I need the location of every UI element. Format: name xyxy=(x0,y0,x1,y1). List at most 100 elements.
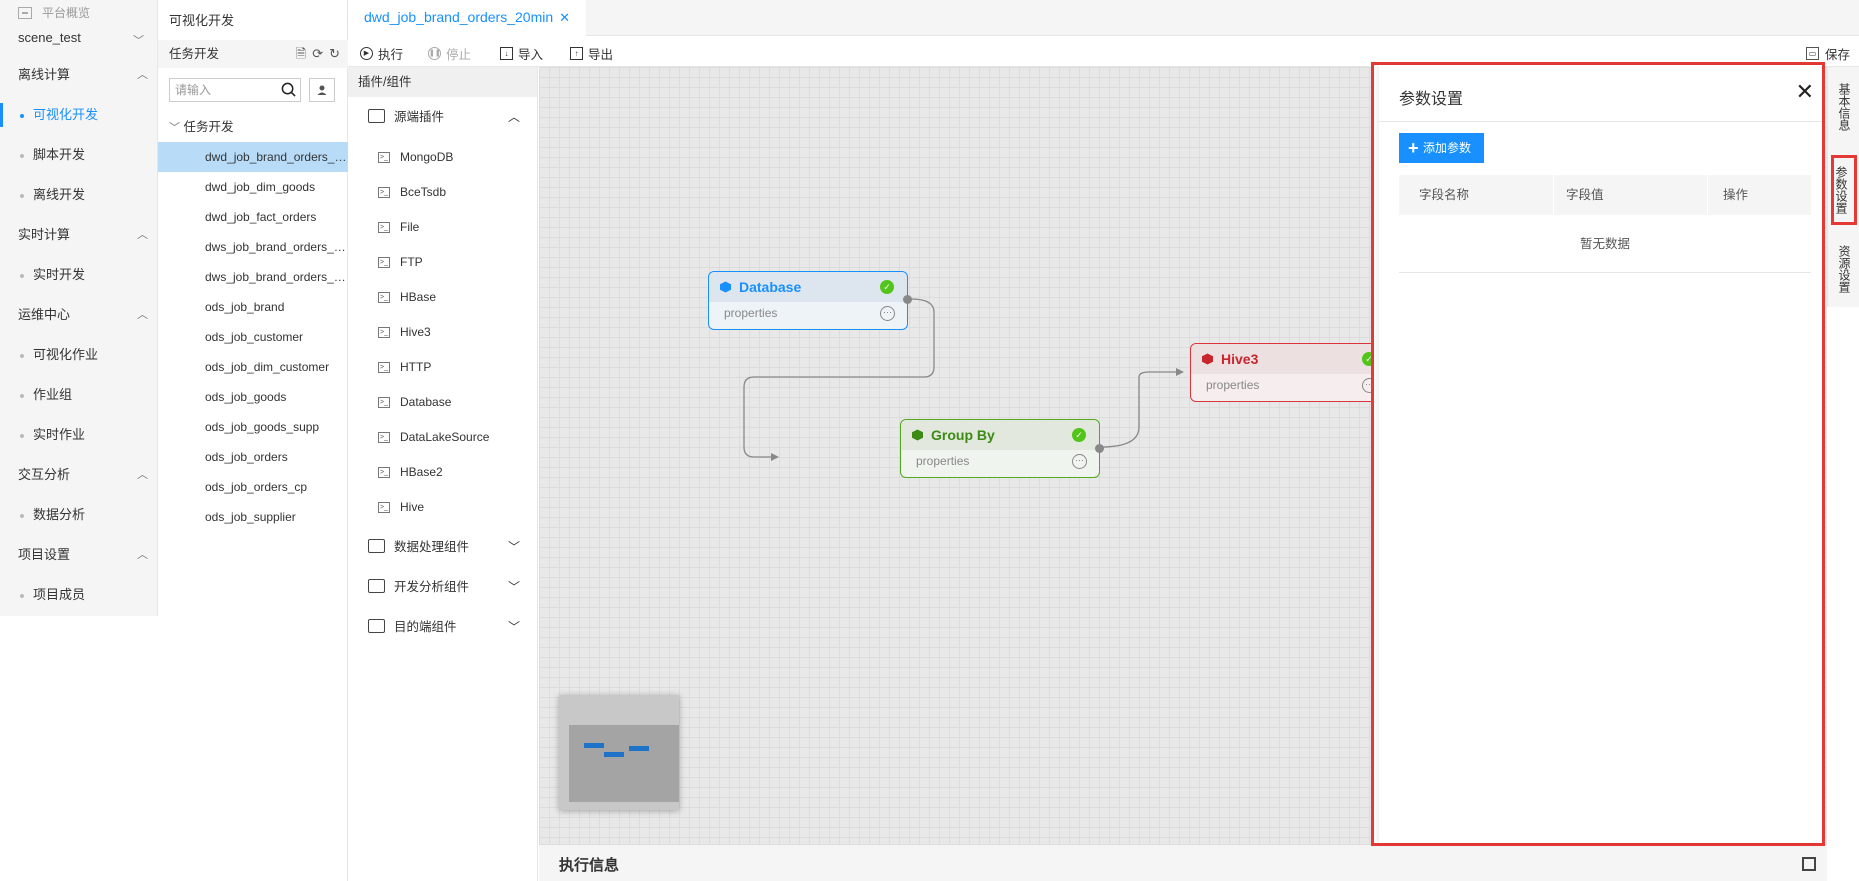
save-button[interactable]: ▭ 保存 xyxy=(1805,44,1850,63)
maximize-icon[interactable] xyxy=(1802,857,1816,871)
nav-item-label: 离线开发 xyxy=(33,187,86,202)
upload-icon: ↑ xyxy=(570,47,583,60)
tree-node[interactable]: ods_job_customer xyxy=(205,330,304,344)
stop-button[interactable]: ❚❚停止 xyxy=(428,44,471,63)
export-button[interactable]: ↑导出 xyxy=(570,44,613,63)
tree-node[interactable]: dws_job_brand_orders_daily xyxy=(205,240,348,254)
nav-section-project-settings[interactable]: 项目设置 ︿ xyxy=(0,535,158,575)
nav-item-realtime-dev[interactable]: 实时开发 xyxy=(0,255,158,295)
nav-item-job-groups[interactable]: 作业组 xyxy=(0,375,158,415)
tree-node[interactable]: ods_job_orders xyxy=(205,450,288,464)
close-icon[interactable]: ✕ xyxy=(559,10,571,25)
task-search-input[interactable]: 请输入 xyxy=(169,78,301,102)
more-icon[interactable]: ··· xyxy=(880,306,895,321)
chevron-up-icon: ︿ xyxy=(507,110,520,124)
nav-item-visual-jobs[interactable]: 可视化作业 xyxy=(0,335,158,375)
nav-section-offline[interactable]: 离线计算 ︿ xyxy=(0,55,158,95)
tab-active-job[interactable]: dwd_job_brand_orders_20min✕ xyxy=(348,0,587,36)
plugin-group-processing[interactable]: 数据处理组件 ﹀ xyxy=(348,527,538,567)
tree-node[interactable]: ods_job_orders_cp xyxy=(205,480,308,494)
node-title: Group By xyxy=(901,420,1099,450)
nav-item-label: 可视化作业 xyxy=(33,347,99,362)
tree-node[interactable]: dwd_job_dim_goods xyxy=(205,180,316,194)
nav-item-project-members[interactable]: 项目成员 xyxy=(0,575,158,615)
user-filter-button[interactable] xyxy=(309,78,335,102)
tab-basic-info[interactable]: 基本信息 xyxy=(1837,83,1851,131)
plugin-item[interactable]: >_DataLakeSource xyxy=(348,420,538,455)
download-icon: ↓ xyxy=(500,47,513,60)
plugin-item[interactable]: >_FTP xyxy=(348,245,538,280)
plugin-group-label: 源端插件 xyxy=(394,110,445,124)
plugin-item[interactable]: >_HBase2 xyxy=(348,455,538,490)
plugin-item[interactable]: >_File xyxy=(348,210,538,245)
chevron-down-icon: ﹀ xyxy=(507,540,520,554)
save-icon: ▭ xyxy=(1805,47,1819,60)
folder-label: 任务开发 xyxy=(183,120,234,134)
tree-node[interactable]: dwd_job_fact_orders xyxy=(205,210,317,224)
sync-icon[interactable]: ⟳ xyxy=(312,46,324,61)
nav-section-realtime[interactable]: 实时计算 ︿ xyxy=(0,215,158,255)
plugin-group-sink[interactable]: 目的端组件 ﹀ xyxy=(348,607,538,647)
nav-item-script-dev[interactable]: 脚本开发 xyxy=(0,135,158,175)
plugin-group-source[interactable]: 源端插件 ︿ xyxy=(348,97,538,137)
plugin-item[interactable]: >_HBase xyxy=(348,280,538,315)
nav-item-data-analysis[interactable]: 数据分析 xyxy=(0,495,158,535)
refresh-icon[interactable]: ↻ xyxy=(329,46,340,61)
plugin-group-label: 目的端组件 xyxy=(394,620,457,634)
more-icon[interactable]: ··· xyxy=(1072,454,1087,469)
task-folder[interactable]: ﹀ 任务开发 xyxy=(169,116,234,135)
flow-node-groupby[interactable]: Group By ✓ properties ··· xyxy=(900,419,1104,478)
chevron-down-icon: ﹀ xyxy=(169,122,180,134)
tree-node[interactable]: ods_job_supplier xyxy=(205,510,296,524)
plugin-icon: >_ xyxy=(378,257,390,268)
output-port[interactable] xyxy=(903,295,912,304)
tab-resource-settings[interactable]: 资源设置 xyxy=(1837,245,1851,293)
plugin-item[interactable]: >_Hive xyxy=(348,490,538,525)
nav-item-label: 实时开发 xyxy=(33,267,86,282)
col-field-value: 字段值 xyxy=(1556,175,1708,215)
platform-overview-link[interactable]: 平台概览 xyxy=(18,4,90,21)
project-selector[interactable]: scene_test ﹀ xyxy=(18,30,148,47)
plugin-group-analysis[interactable]: 开发分析组件 ﹀ xyxy=(348,567,538,607)
tree-node[interactable]: dwd_job_brand_orders_20min xyxy=(158,142,348,172)
node-properties: properties xyxy=(724,306,778,320)
search-icon[interactable] xyxy=(281,82,296,97)
tree-node[interactable]: ods_job_brand xyxy=(205,300,285,314)
plugin-item[interactable]: >_HTTP xyxy=(348,350,538,385)
plugin-item[interactable]: >_BceTsdb xyxy=(348,175,538,210)
run-button[interactable]: ▶执行 xyxy=(360,44,403,63)
param-table-header: 字段名称 字段值 操作 xyxy=(1399,175,1811,215)
execution-info-title: 执行信息 xyxy=(559,857,620,874)
flow-edge xyxy=(1100,371,1176,448)
tree-node[interactable]: dws_job_brand_orders_hour xyxy=(205,270,348,284)
plugin-item[interactable]: >_Database xyxy=(348,385,538,420)
nav-item-realtime-jobs[interactable]: 实时作业 xyxy=(0,415,158,455)
tree-node[interactable]: ods_job_goods_supp xyxy=(205,420,320,434)
nav-item-visual-dev[interactable]: 可视化开发 xyxy=(0,95,158,135)
nav-section-interactive[interactable]: 交互分析 ︿ xyxy=(0,455,158,495)
chevron-up-icon: ︿ xyxy=(137,469,148,481)
import-button[interactable]: ↓导入 xyxy=(500,44,543,63)
plugin-icon: >_ xyxy=(378,397,390,408)
tree-node[interactable]: ods_job_dim_customer xyxy=(205,360,330,374)
flow-node-hive3[interactable]: Hive3 ✓ properties ··· xyxy=(1190,343,1390,402)
plugin-item[interactable]: >_MongoDB xyxy=(348,140,538,175)
nav-section-ops[interactable]: 运维中心 ︿ xyxy=(0,295,158,335)
check-icon: ✓ xyxy=(880,280,894,294)
nav-section-label: 实时计算 xyxy=(18,227,71,242)
execution-info-bar[interactable]: 执行信息 xyxy=(539,844,1827,881)
plugin-item[interactable]: >_Hive3 xyxy=(348,315,538,350)
flow-node-database[interactable]: Database ✓ properties ··· xyxy=(708,271,912,330)
tab-param-settings[interactable]: 参数设置 xyxy=(1831,155,1857,225)
nav-item-label: 脚本开发 xyxy=(33,147,86,162)
new-file-icon[interactable]: 🗎 xyxy=(295,46,307,61)
plugin-icon: >_ xyxy=(378,362,390,373)
canvas-minimap[interactable] xyxy=(559,695,679,810)
output-port[interactable] xyxy=(1095,444,1104,453)
plugin-item-label: BceTsdb xyxy=(400,185,447,199)
close-icon[interactable]: ✕ xyxy=(1795,79,1814,104)
nav-item-offline-dev[interactable]: 离线开发 xyxy=(0,175,158,215)
add-param-button[interactable]: + 添加参数 xyxy=(1399,133,1484,163)
tree-node[interactable]: ods_job_goods xyxy=(205,390,287,404)
plugin-icon: >_ xyxy=(378,327,390,338)
